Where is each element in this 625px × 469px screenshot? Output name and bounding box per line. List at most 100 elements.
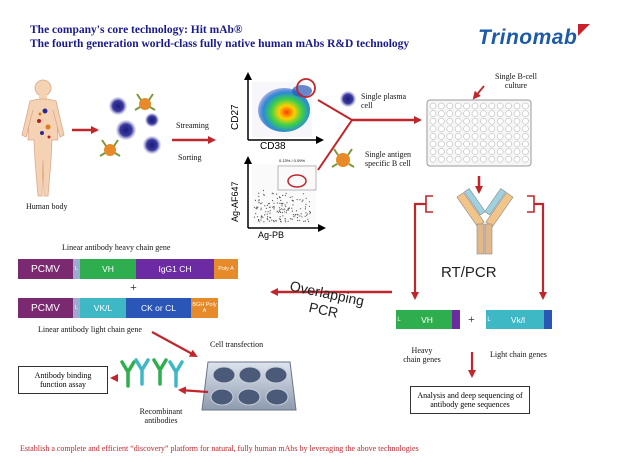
- plate-well: [446, 125, 454, 133]
- plate-well: [480, 110, 487, 117]
- plate-well: [488, 148, 496, 155]
- scatter-dot: [258, 199, 260, 201]
- scatter-dot: [304, 208, 306, 210]
- light-chain-genes-label: Light chain genes: [490, 350, 547, 359]
- scatter-dot: [267, 203, 269, 205]
- 96-well-plate-icon: [426, 99, 532, 167]
- scatter-dot: [296, 213, 298, 216]
- plate-well: [446, 117, 454, 125]
- scatter-dot: [276, 210, 278, 212]
- scatter-dot: [262, 189, 265, 192]
- scatter-dot: [255, 207, 257, 209]
- scatter-dot: [266, 204, 268, 206]
- plate-well: [488, 140, 496, 148]
- transfection-well: [237, 388, 261, 406]
- plate-well: [488, 133, 496, 140]
- plate-well: [496, 117, 504, 125]
- antibody-y-shape: [152, 358, 168, 386]
- scatter-dot: [281, 212, 283, 214]
- plate-well: [488, 125, 496, 133]
- scatter-dot: [265, 207, 268, 209]
- scatter-dot: [290, 218, 292, 220]
- scatter-dot: [278, 207, 281, 209]
- antibody-assay-box: Antibody binding function assay: [18, 366, 108, 394]
- transfection-well: [264, 366, 288, 384]
- scatter-dot: [285, 192, 287, 194]
- scatter-dot: [299, 199, 301, 201]
- scatter-dot: [260, 207, 262, 209]
- scatter-dot: [276, 202, 279, 204]
- plate-well: [438, 140, 445, 148]
- scatter-dot: [279, 218, 281, 220]
- plate-well: [480, 148, 487, 155]
- plate-well: [463, 117, 470, 125]
- plate-well: [522, 117, 529, 125]
- cells-cluster-icon: [99, 93, 161, 157]
- scatter-dot: [299, 215, 301, 217]
- plate-well: [480, 155, 487, 163]
- plate-well: [513, 155, 521, 163]
- plate-well: [438, 117, 445, 125]
- cell-transfection-label: Cell transfection: [210, 340, 264, 349]
- plate-well: [488, 102, 496, 110]
- human-body-label: Human body: [26, 202, 68, 211]
- plate-well: [463, 110, 470, 117]
- scatter-dot: [301, 200, 303, 202]
- scatter-dot: [296, 198, 298, 201]
- plate-well: [438, 155, 445, 163]
- flow-plot-ag: [244, 156, 326, 232]
- scatter-dot: [260, 217, 262, 219]
- antibody-structure-icon: [425, 188, 535, 255]
- scatter-dot: [296, 217, 299, 219]
- plate-well: [446, 140, 454, 148]
- plate-well: [438, 125, 445, 133]
- plate-well: [438, 102, 445, 110]
- footer-statement: Establish a complete and efficient “disc…: [20, 444, 419, 453]
- plate-well: [505, 102, 512, 110]
- scatter-dot: [273, 208, 275, 210]
- plate-well: [471, 110, 479, 117]
- scatter-dot: [275, 219, 277, 222]
- scatter-dot: [304, 220, 306, 222]
- scatter-dot: [264, 205, 266, 207]
- plate-well: [496, 110, 504, 117]
- scatter-dot: [280, 199, 282, 202]
- single-b-cell-culture-label: Single B-cell culture: [495, 72, 537, 90]
- scatter-dot: [279, 202, 281, 204]
- scatter-dot: [253, 216, 256, 218]
- analysis-box: Analysis and deep sequencing of antibody…: [410, 386, 530, 414]
- scatter-dot: [309, 211, 311, 214]
- arrow-split-lower: [317, 119, 353, 171]
- plate-well: [446, 102, 454, 110]
- plus-sign-construct: +: [130, 280, 137, 294]
- scatter-dot: [273, 220, 275, 222]
- light-bgh-polya: BGH Poly A: [191, 298, 218, 318]
- scatter-dot: [281, 205, 283, 207]
- scatter-dot: [304, 206, 307, 208]
- plate-well: [438, 110, 445, 117]
- plate-well: [513, 133, 521, 140]
- plate-well: [513, 102, 521, 110]
- scatter-dot: [306, 214, 308, 216]
- scatter-dot: [293, 216, 295, 218]
- scatter-dot: [272, 200, 274, 202]
- scatter-dot: [284, 219, 286, 221]
- plate-well: [446, 110, 454, 117]
- plate-well: [488, 155, 496, 163]
- plate-well: [454, 102, 462, 110]
- vk-gene-block: L Vk/l: [486, 310, 552, 329]
- scatter-dot: [258, 220, 260, 222]
- scatter-dot: [266, 213, 268, 215]
- scatter-dot: [260, 203, 262, 205]
- scatter-dot: [262, 216, 264, 218]
- scatter-dot: [295, 210, 298, 212]
- plate-well: [471, 125, 479, 133]
- plate-well: [480, 140, 487, 148]
- plate-well: [513, 110, 521, 117]
- scatter-dot: [253, 206, 255, 208]
- transfection-well: [210, 388, 234, 406]
- arrow-light-down: [534, 202, 547, 300]
- rt-pcr-label: RT/PCR: [441, 264, 497, 281]
- plate-well: [488, 110, 496, 117]
- scatter-dot: [254, 199, 256, 201]
